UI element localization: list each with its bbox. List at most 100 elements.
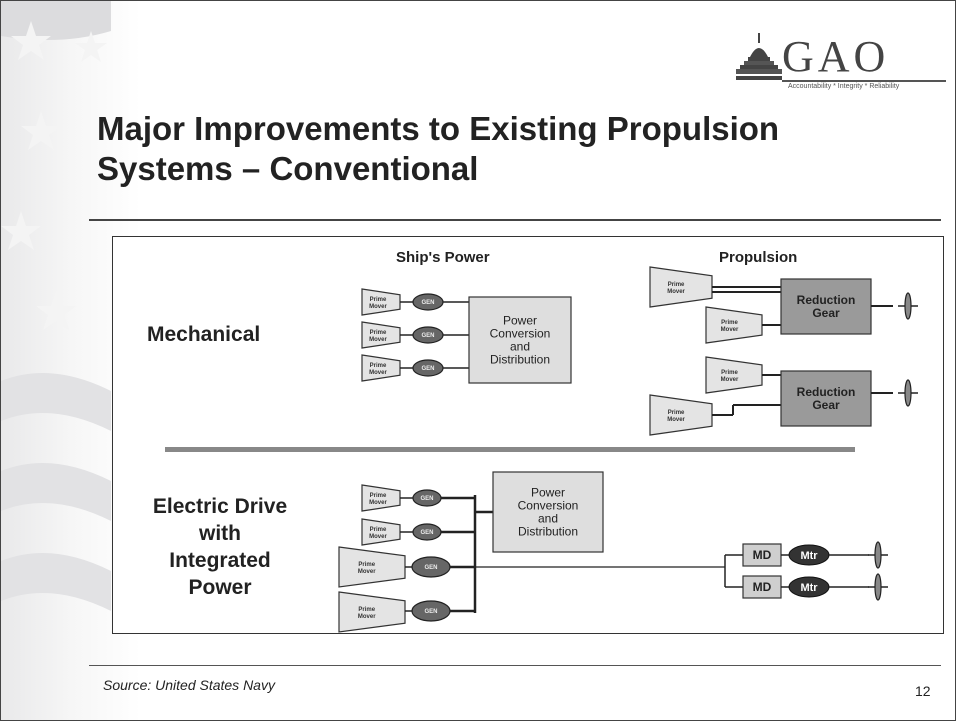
motor-drive-2: MD (742, 575, 782, 599)
elec-generator-1: GEN (412, 489, 442, 507)
box-label: Power (503, 314, 537, 328)
electric-label-line-3: Integrated (169, 549, 271, 572)
mech-generator-2: GEN (412, 326, 444, 344)
elec-generator-4: GEN (411, 600, 451, 622)
electric-label-line-1: Electric Drive (152, 495, 288, 518)
section-separator (165, 447, 855, 452)
capitol-dome-icon (736, 33, 782, 80)
prime-mover-label: Mover (369, 337, 387, 343)
box-label: Distribution (490, 353, 550, 367)
source-note: Source: United States Navy (103, 677, 275, 693)
prime-mover-label: Prime (370, 363, 387, 369)
prime-mover-shape (361, 321, 401, 349)
box-label: Gear (812, 306, 840, 320)
flag-background (1, 1, 111, 611)
propulsion-diagram: PrimeMoverGENPrimeMoverGENPrimeMoverGENP… (165, 266, 918, 633)
logo-rule (782, 80, 946, 82)
prime-mover-label: Prime (721, 370, 738, 376)
propeller-icon (904, 379, 912, 407)
generator-label: GEN (420, 530, 433, 536)
propeller-icon (904, 292, 912, 320)
propeller-icon (874, 541, 882, 569)
row-label-mechanical: Mechanical (147, 323, 261, 346)
elec-generator-3: GEN (411, 556, 451, 578)
prime-mover-shape (361, 518, 401, 546)
generator-label: GEN (424, 609, 437, 615)
box-shape (780, 370, 872, 427)
prime-mover-label: Mover (358, 614, 376, 620)
prime-mover-label: Mover (721, 377, 739, 383)
box-label: Gear (812, 398, 840, 412)
prime-mover-shape (361, 288, 401, 316)
prime-mover-label: Mover (369, 534, 387, 540)
box-label: and (538, 512, 558, 526)
prime-mover-label: Prime (370, 527, 387, 533)
mech-generator-3: GEN (412, 359, 444, 377)
page-number: 12 (915, 683, 931, 699)
logo-tagline: Accountability * Integrity * Reliability (788, 83, 900, 90)
prime-mover-label: Prime (358, 607, 375, 613)
propeller-icon (874, 573, 882, 601)
box-shape (780, 278, 872, 335)
generator-label: GEN (421, 366, 434, 372)
prime-mover-shape (361, 484, 401, 512)
footer-divider (89, 665, 941, 666)
generator-label: GEN (421, 333, 434, 339)
prime-mover-label: Prime (370, 297, 387, 303)
generator-label: GEN (421, 300, 434, 306)
column-header-ships-power: Ship's Power (396, 249, 490, 266)
prime-mover-label: Prime (668, 282, 685, 288)
box-label: Distribution (518, 525, 578, 539)
prime-mover-shape (649, 394, 713, 436)
logo-text: GAO (782, 32, 890, 81)
box-label: Reduction (797, 385, 856, 399)
prime-mover-label: Mover (667, 289, 685, 295)
propeller-bottom (898, 379, 918, 407)
elec-propeller-1 (868, 541, 888, 569)
prime-mover-label: Mover (358, 569, 376, 575)
gao-logo: GAO Accountability * Integrity * Reliabi… (736, 31, 946, 101)
prime-mover-label: Mover (369, 370, 387, 376)
motor-1: Mtr (788, 544, 830, 566)
electric-label-line-4: Power (188, 576, 252, 599)
electric-label-line-2: with (199, 522, 241, 545)
prime-mover-shape (361, 354, 401, 382)
prime-mover-label: Prime (721, 320, 738, 326)
title-line-2: Systems – Conventional (97, 150, 479, 187)
motor-drive-1: MD (742, 543, 782, 567)
prime-mover-label: Mover (721, 327, 739, 333)
box-label: Conversion (490, 327, 551, 341)
motor-label: Mtr (800, 582, 818, 594)
generator-label: GEN (420, 496, 433, 502)
motor-drive-label: MD (753, 548, 772, 562)
prime-mover-label: Mover (667, 417, 685, 423)
prime-mover-shape (338, 546, 406, 588)
box-label: Reduction (797, 293, 856, 307)
box-label: Conversion (518, 499, 579, 513)
propeller-top (898, 292, 918, 320)
title-divider (89, 219, 941, 221)
slide-title: Major Improvements to Existing Propulsio… (97, 109, 897, 189)
prime-mover-label: Prime (668, 410, 685, 416)
motor-label: Mtr (800, 550, 818, 562)
motor-2: Mtr (788, 576, 830, 598)
motor-drive-label: MD (753, 580, 772, 594)
box-label: and (510, 340, 530, 354)
elec-generator-2: GEN (412, 523, 442, 541)
prime-mover-shape (705, 306, 763, 344)
prime-mover-shape (338, 591, 406, 633)
prime-mover-shape (649, 266, 713, 308)
mech-generator-1: GEN (412, 293, 444, 311)
